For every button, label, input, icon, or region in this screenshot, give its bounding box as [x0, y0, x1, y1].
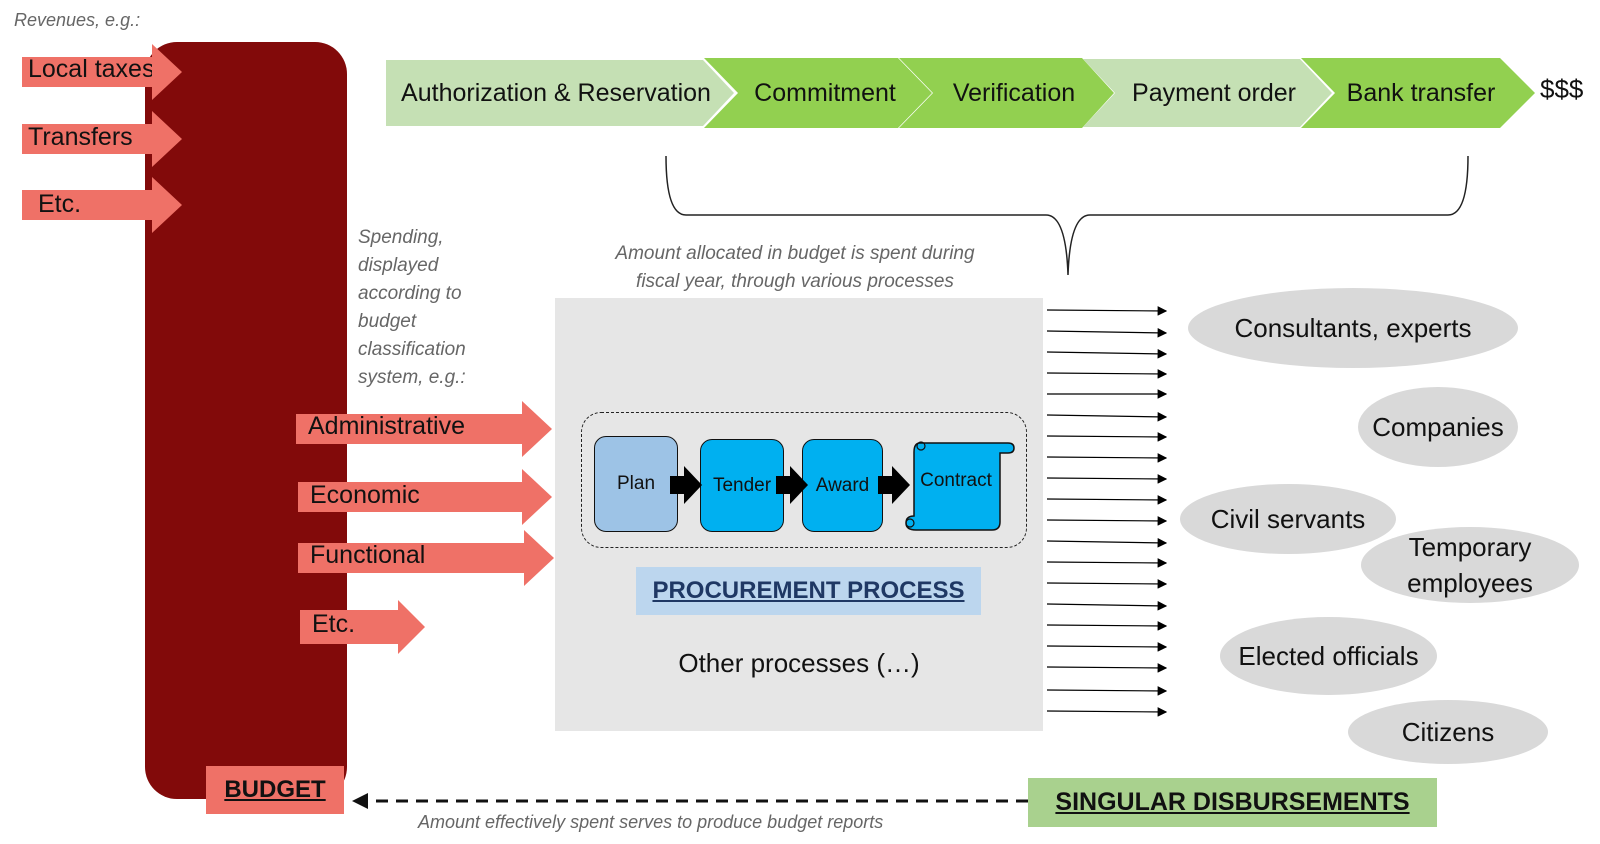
payment-arrow — [1046, 369, 1168, 379]
chevron-label-payment-order: Payment order — [1132, 79, 1296, 107]
allocation-note: Amount allocated in budget is spent duri… — [555, 240, 1035, 296]
chevron-label-verification: Verification — [952, 79, 1076, 107]
revenue-label: Local taxes — [28, 55, 155, 83]
payment-arrow — [1046, 707, 1168, 717]
chevron-payment-order — [1083, 59, 1332, 127]
step-tender: Tender — [700, 439, 784, 532]
revenue-arrow-etc: Etc. — [22, 177, 182, 233]
budget-label: BUDGET — [206, 766, 344, 814]
spending-note-line: system, e.g.: — [358, 367, 466, 388]
brace-path — [665, 155, 1469, 276]
payment-arrow — [1046, 686, 1168, 696]
step-arrow-icon — [878, 466, 910, 504]
chevron-label-commitment: Commitment — [754, 79, 896, 107]
other-processes: Other processes (…) — [678, 648, 920, 678]
spending-note-line: budget — [358, 311, 417, 332]
recipient-elected-officials: Elected officials — [1220, 617, 1437, 695]
revenue-arrow-local-taxes: Local taxes — [22, 44, 182, 100]
arrow-head-icon — [152, 44, 182, 100]
procurement-frame — [581, 412, 1027, 548]
payment-arrow — [1046, 558, 1168, 568]
chevron-verification — [899, 58, 1114, 128]
spending-note-line: according to — [358, 283, 462, 304]
payment-arrow — [1046, 621, 1168, 631]
step-arrow-icon — [776, 466, 808, 504]
classification-label: Administrative — [308, 412, 465, 440]
step-award: Award — [802, 439, 883, 532]
revenue-label: Etc. — [38, 190, 82, 218]
revenues-note: Revenues, e.g.: — [14, 10, 141, 30]
report-note: Amount effectively spent serves to produ… — [418, 812, 884, 832]
money-symbol: $$$ — [1540, 74, 1584, 104]
arrow-head-icon — [152, 111, 182, 167]
payment-arrow — [1046, 516, 1168, 526]
chevron-bank-transfer — [1301, 58, 1535, 128]
payment-arrow — [1046, 663, 1168, 673]
classification-label: Economic — [310, 481, 420, 509]
payment-arrow — [1046, 538, 1168, 548]
payment-arrow — [1046, 328, 1168, 338]
payment-arrow — [1046, 642, 1168, 652]
spending-note-line: displayed — [358, 255, 439, 276]
recipient-companies: Companies — [1358, 387, 1518, 467]
scroll-curl-icon — [916, 441, 926, 451]
report-arrow-head-icon — [352, 793, 368, 809]
revenue-arrow-transfers: Transfers — [22, 111, 182, 167]
classification-arrow-economic: Economic — [298, 469, 552, 525]
allocation-note-line: Amount allocated in budget is spent duri… — [615, 243, 975, 264]
arrow-head-icon — [398, 600, 425, 654]
spending-note-line: Spending, — [358, 227, 444, 248]
classification-arrow-functional: Functional — [298, 530, 554, 586]
recipient-citizens: Citizens — [1348, 700, 1548, 764]
payment-arrow — [1046, 579, 1168, 589]
disbursements-label: SINGULAR DISBURSEMENTS — [1028, 778, 1437, 827]
arrow-head-icon — [522, 401, 552, 457]
payment-arrow — [1046, 432, 1168, 442]
payment-arrow — [1046, 306, 1168, 316]
spending-note: Spending, displayed according to budget … — [358, 224, 466, 392]
classification-arrow-etc: Etc. — [300, 600, 425, 654]
recipient-civil-servants: Civil servants — [1180, 484, 1396, 554]
step-contract-label: Contract — [920, 470, 992, 491]
classification-label: Etc. — [312, 610, 356, 638]
step-arrow-icon — [670, 466, 702, 504]
allocation-note-line: fiscal year, through various processes — [636, 271, 954, 292]
arrow-head-icon — [522, 469, 552, 525]
payment-arrow — [1046, 474, 1168, 484]
payment-arrow — [1046, 601, 1168, 611]
chevron-authorization — [386, 60, 734, 126]
payment-arrow — [1046, 412, 1168, 422]
scroll-curl-icon — [905, 518, 915, 528]
chevron-label-authorization: Authorization & Reservation — [401, 79, 711, 107]
chevron-commitment — [704, 58, 932, 128]
classification-arrow-administrative: Administrative — [296, 401, 552, 457]
payment-arrow — [1046, 349, 1168, 359]
spending-note-line: classification — [358, 339, 466, 360]
arrow-head-icon — [152, 177, 182, 233]
payment-arrow — [1046, 495, 1168, 505]
step-plan: Plan — [594, 436, 678, 532]
arrow-head-icon — [524, 530, 554, 586]
revenue-label: Transfers — [28, 123, 133, 151]
procurement-label: PROCUREMENT PROCESS — [636, 567, 981, 615]
chevron-label-bank-transfer: Bank transfer — [1346, 79, 1496, 107]
recipient-consultants: Consultants, experts — [1188, 288, 1518, 368]
classification-label: Functional — [310, 541, 426, 569]
payment-arrow — [1046, 453, 1168, 463]
contract-scroll-icon — [905, 442, 1015, 531]
recipient-temporary-employees: Temporary employees — [1361, 527, 1579, 603]
